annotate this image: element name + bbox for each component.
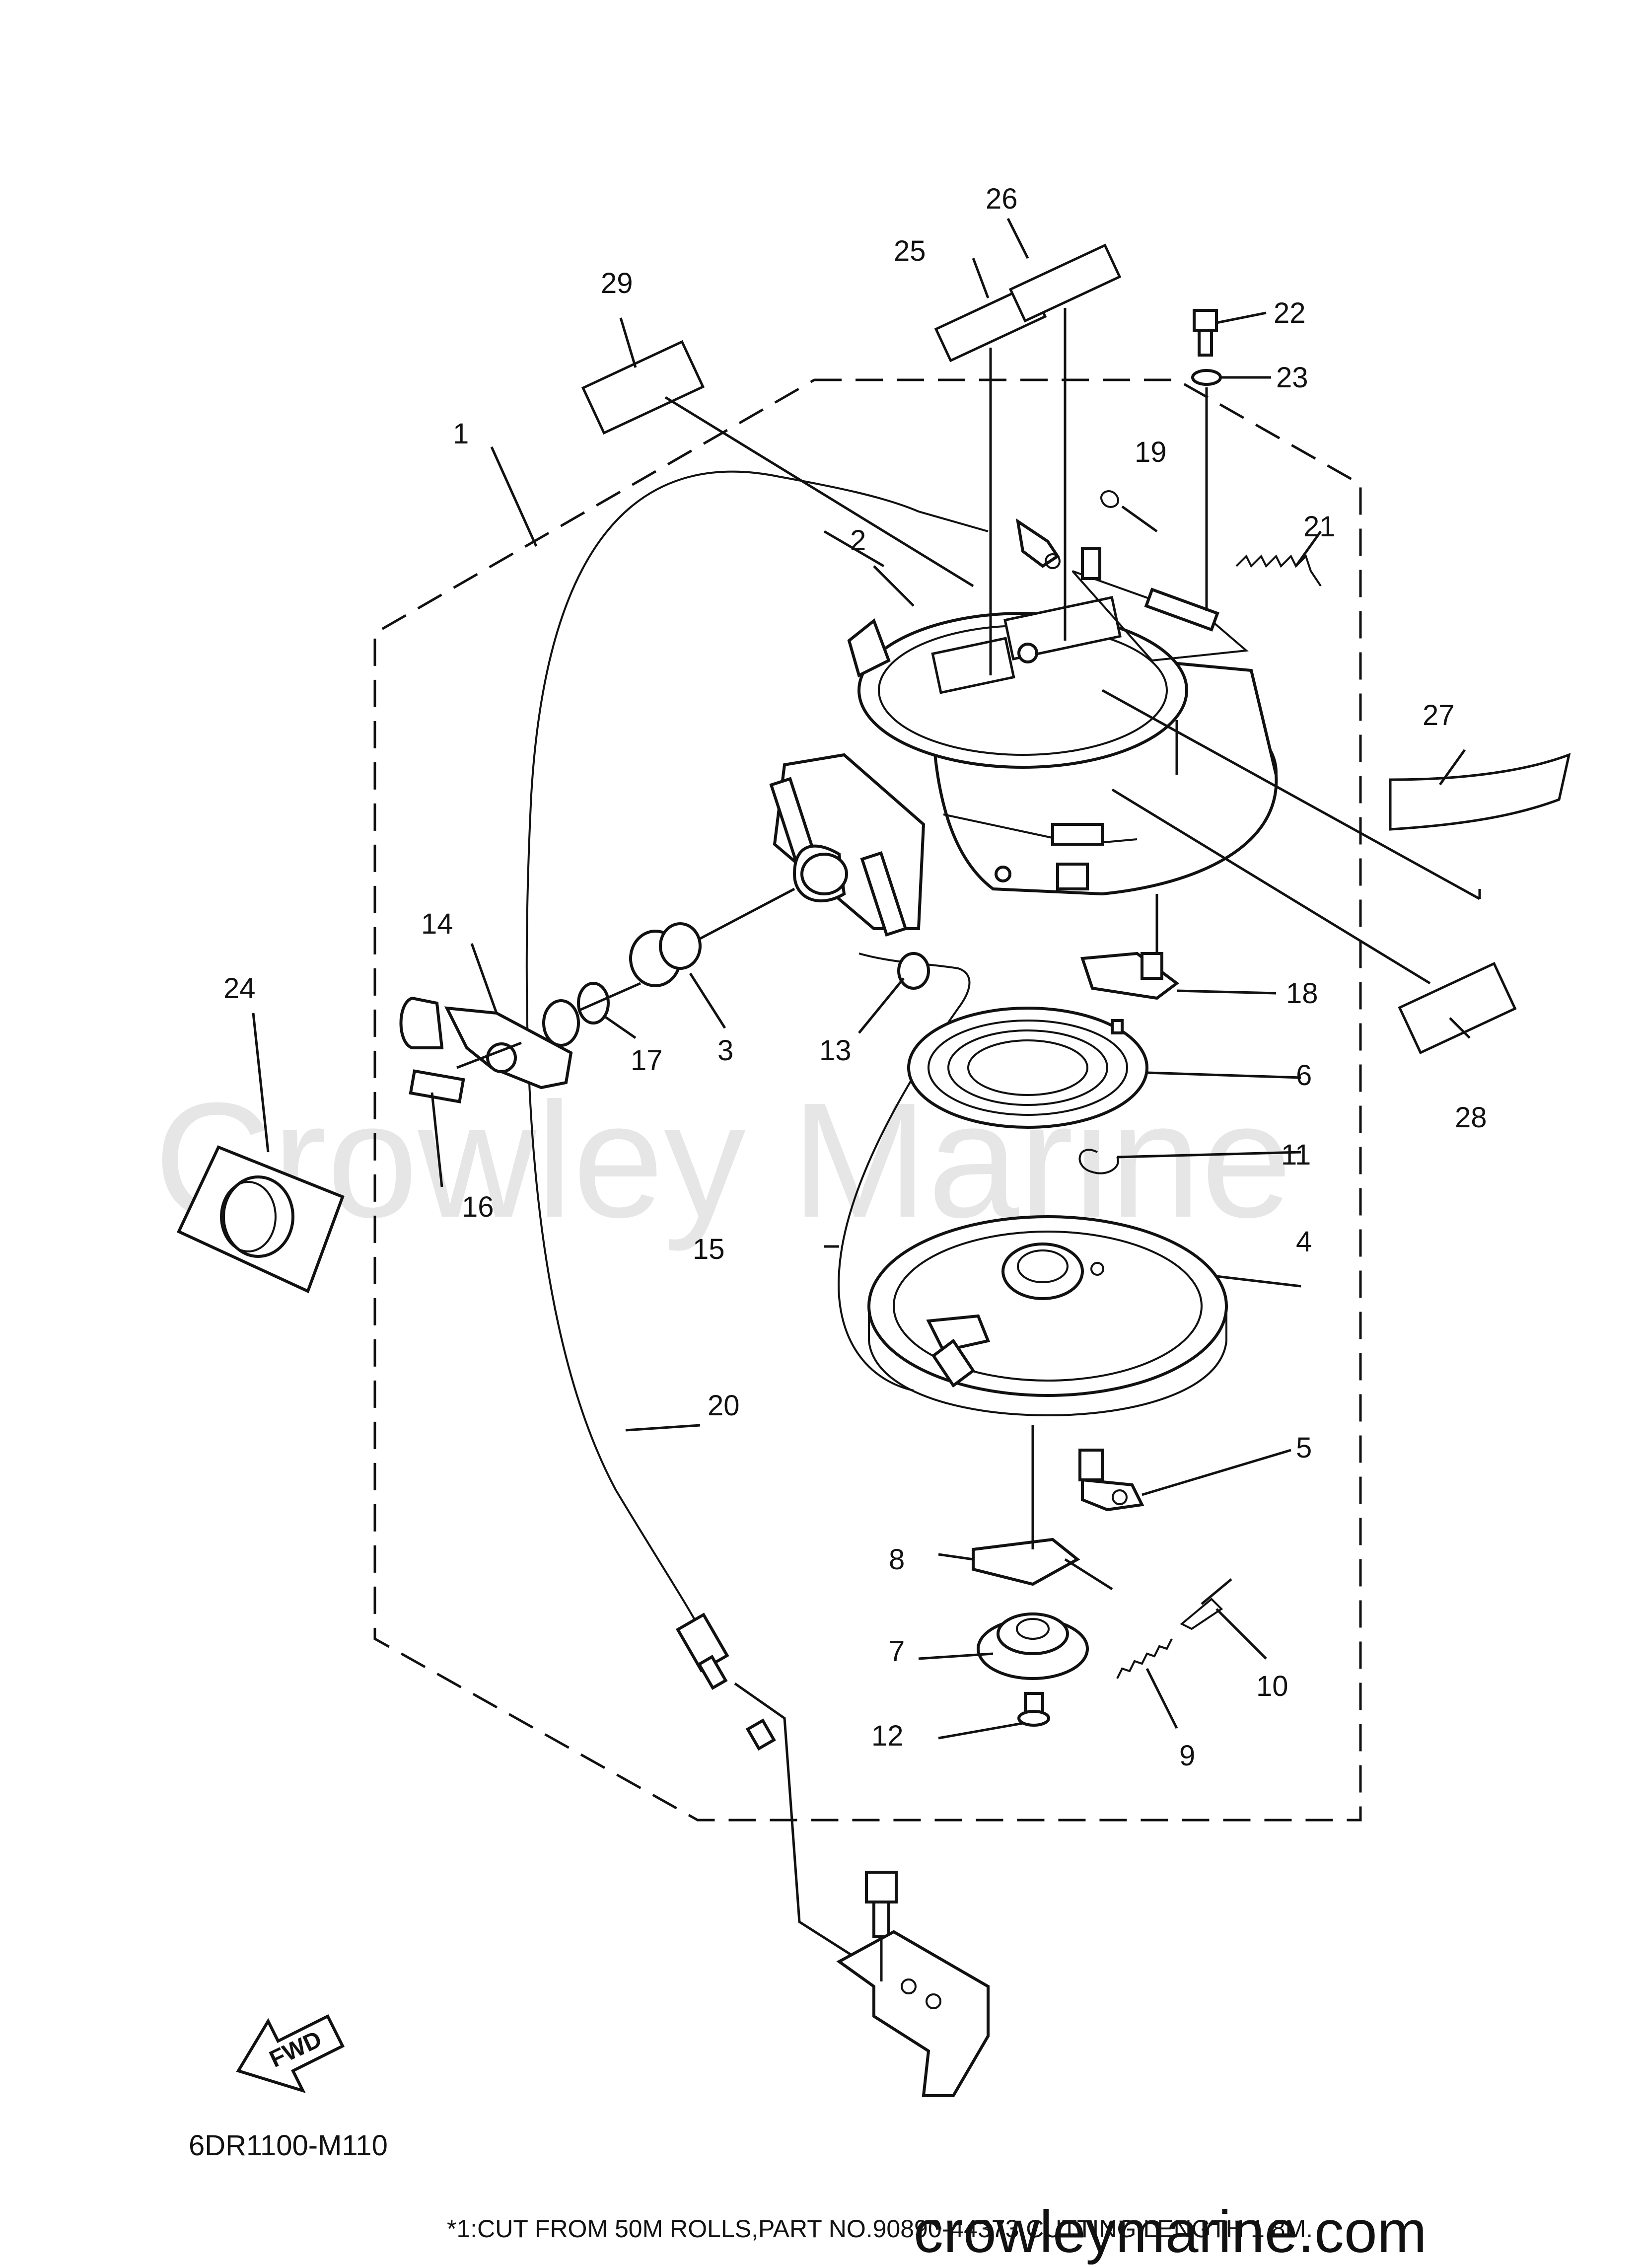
label-8: 8	[889, 1543, 905, 1576]
label-14: 14	[421, 908, 453, 940]
label-16: 16	[462, 1191, 494, 1223]
label-1: 1	[453, 418, 469, 450]
decal-29	[581, 340, 705, 435]
spring-clip-10	[1180, 1598, 1223, 1630]
label-10: 10	[1256, 1670, 1288, 1702]
label-17: 17	[631, 1044, 663, 1077]
label-27: 27	[1423, 699, 1455, 732]
label-4: 4	[1296, 1226, 1312, 1258]
pawl-5	[1078, 1449, 1144, 1512]
label-28: 28	[1455, 1101, 1487, 1134]
label-20: 20	[708, 1390, 740, 1422]
grommet-24	[176, 1145, 345, 1294]
handle-assembly	[399, 887, 795, 1103]
decal-26	[1008, 243, 1122, 323]
label-24: 24	[223, 972, 256, 1005]
leader-lines	[252, 218, 1481, 1740]
spiral-spring-6	[907, 1007, 1148, 1129]
cable-end-fitting	[1015, 518, 1060, 568]
starter-housing	[769, 547, 1278, 937]
label-26: 26	[986, 183, 1018, 215]
figure-code: 6DR1100-M110	[189, 2129, 388, 2162]
label-9: 9	[1179, 1740, 1195, 1772]
label-7: 7	[889, 1635, 905, 1668]
label-15: 15	[693, 1233, 725, 1265]
label-21: 21	[1303, 511, 1336, 543]
label-23: 23	[1276, 362, 1308, 394]
bolt-12	[1017, 1692, 1050, 1727]
drive-plate-7	[977, 1612, 1089, 1680]
label-3: 3	[717, 1034, 733, 1067]
spring-21	[1235, 554, 1322, 587]
fwd-arrow: FWD	[236, 2014, 345, 2093]
sheave-drum-4	[867, 1215, 1228, 1417]
cam-18	[1080, 951, 1179, 1000]
circlip-11	[1078, 1149, 1119, 1174]
footer-brand: crowleymarine.com	[914, 2198, 1427, 2265]
plate-8	[972, 1537, 1080, 1586]
decal-28	[1398, 961, 1517, 1055]
decal-27	[1389, 753, 1571, 831]
label-18: 18	[1286, 977, 1318, 1010]
label-2: 2	[850, 524, 866, 557]
bolt-22	[1193, 309, 1218, 357]
spring-9	[1116, 1638, 1173, 1679]
footnote: *1:CUT FROM 50M ROLLS,PART NO.90890-4437…	[447, 2215, 1313, 2243]
clip-19	[1100, 490, 1119, 508]
label-13: 13	[819, 1034, 852, 1067]
label-6: 6	[1296, 1059, 1312, 1092]
part-labels: 1 2 3 4 5 6 7 8 9 10 11 12 13 14 15 16 1…	[223, 183, 1487, 1772]
label-29: 29	[601, 267, 633, 299]
label-25: 25	[894, 235, 926, 267]
washer-23	[1191, 369, 1222, 386]
label-19: 19	[1135, 436, 1167, 468]
label-5: 5	[1296, 1432, 1312, 1464]
label-12: 12	[871, 1720, 904, 1752]
label-22: 22	[1274, 297, 1306, 329]
label-11: 11	[1281, 1139, 1311, 1171]
cable-bracket	[836, 1871, 990, 2097]
cable-15	[838, 952, 971, 1391]
